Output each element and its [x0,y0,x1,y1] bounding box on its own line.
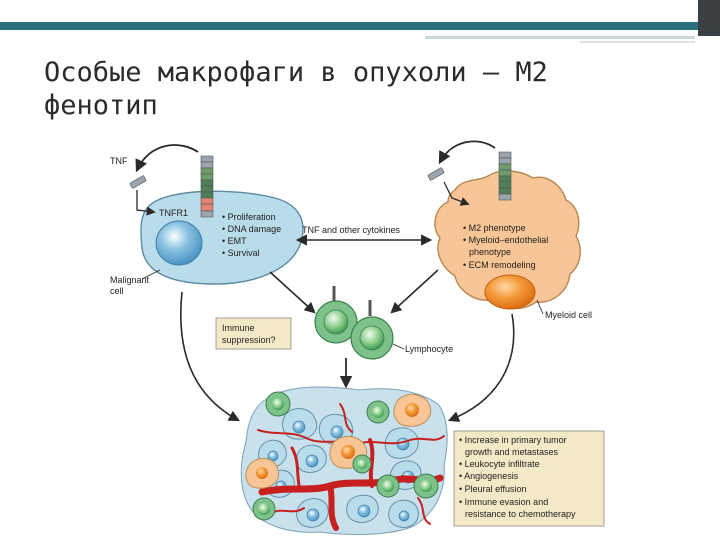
ligand-to-cell-arrow-left [136,190,156,216]
outcome-line-2: growth and metastases [465,447,559,457]
malignant-effect-3: • EMT [222,236,247,246]
malignant-effect-1: • Proliferation [222,212,276,222]
slide-title-line-2: фенотип [44,90,158,121]
malignant-cell-label-line-1: Malignant [110,275,150,285]
outcomes-box: • Increase in primary tumor growth and m… [453,430,605,527]
tnf-ligand-right-icon [427,167,445,181]
malignant-cell-leader-line [141,269,161,280]
myeloid-receptor [498,151,512,201]
myeloid-cell-leader-line [536,299,544,315]
outcome-line-7: resistance to chemotherapy [465,509,576,519]
myeloid-cell-label: Myeloid cell [545,310,592,320]
malignant-effect-4: • Survival [222,248,260,258]
slide-thin-rule [425,36,695,39]
outcome-line-4: • Angiogenesis [459,471,519,481]
outcome-line-3: • Leukocyte infiltrate [459,459,540,469]
ligand-to-cell-arrow-right [443,181,470,206]
myeloid-to-lymphocyte-arrow [390,269,439,314]
myeloid-effects-list: • M2 phenotype • Myeloid–endothelial phe… [463,223,548,270]
myeloid-to-tumor-arrow [447,313,515,422]
myeloid-effect-4: • ECM remodeling [463,260,536,270]
myeloid-cell-body [434,170,581,310]
autocrine-arrow-left [135,144,199,173]
slide-thin-rule-2 [580,41,695,43]
tnf-ligand-left-icon [129,175,147,189]
malignant-cell-label-line-2: cell [110,286,124,296]
malignant-cell [140,190,304,285]
slide-accent-band [0,22,698,30]
tnf-label-left: TNF [110,156,128,166]
immune-suppression-line-1: Immune [222,323,255,333]
tumor-mass [240,386,448,535]
malignant-to-tumor-arrow [180,291,240,422]
tnfr1-label: TNFR1 [159,208,188,218]
outcome-line-1: • Increase in primary tumor [459,435,567,445]
slide-title-line-1: Особые макрофаги в опухоли – М2 [44,57,548,88]
myeloid-effect-1: • M2 phenotype [463,223,526,233]
cytokines-label: TNF and other cytokines [302,225,401,235]
malignant-effects-list: • Proliferation • DNA damage • EMT • Sur… [222,212,281,258]
malignant-effect-2: • DNA damage [222,224,281,234]
outcome-line-5: • Pleural effusion [459,484,527,494]
myeloid-cell-nucleus [484,274,536,310]
lymphocyte-pair [314,286,394,360]
tumor-myeloid-cells [245,393,432,489]
myeloid-effect-3: phenotype [469,247,511,257]
myeloid-effect-2: • Myeloid–endothelial [463,235,548,245]
immune-suppression-box: Immune suppression? [215,317,292,350]
slide-title: Особые макрофаги в опухоли – М2 фенотип [44,56,644,122]
tnfr1-receptor [200,155,214,218]
slide-corner-band [698,0,720,36]
lymphocyte-label: Lymphocyte [405,344,453,354]
outcome-line-6: • Immune evasion and [459,497,548,507]
lymphocyte-leader-line [392,343,405,350]
tumor-lymphocyte-nuclei [258,398,432,515]
malignant-to-lymphocyte-arrow [269,271,316,314]
malignant-cell-nucleus [155,220,203,266]
myeloid-cell [434,170,581,310]
immune-suppression-line-2: suppression? [222,335,276,345]
autocrine-arrow-right [438,140,496,165]
